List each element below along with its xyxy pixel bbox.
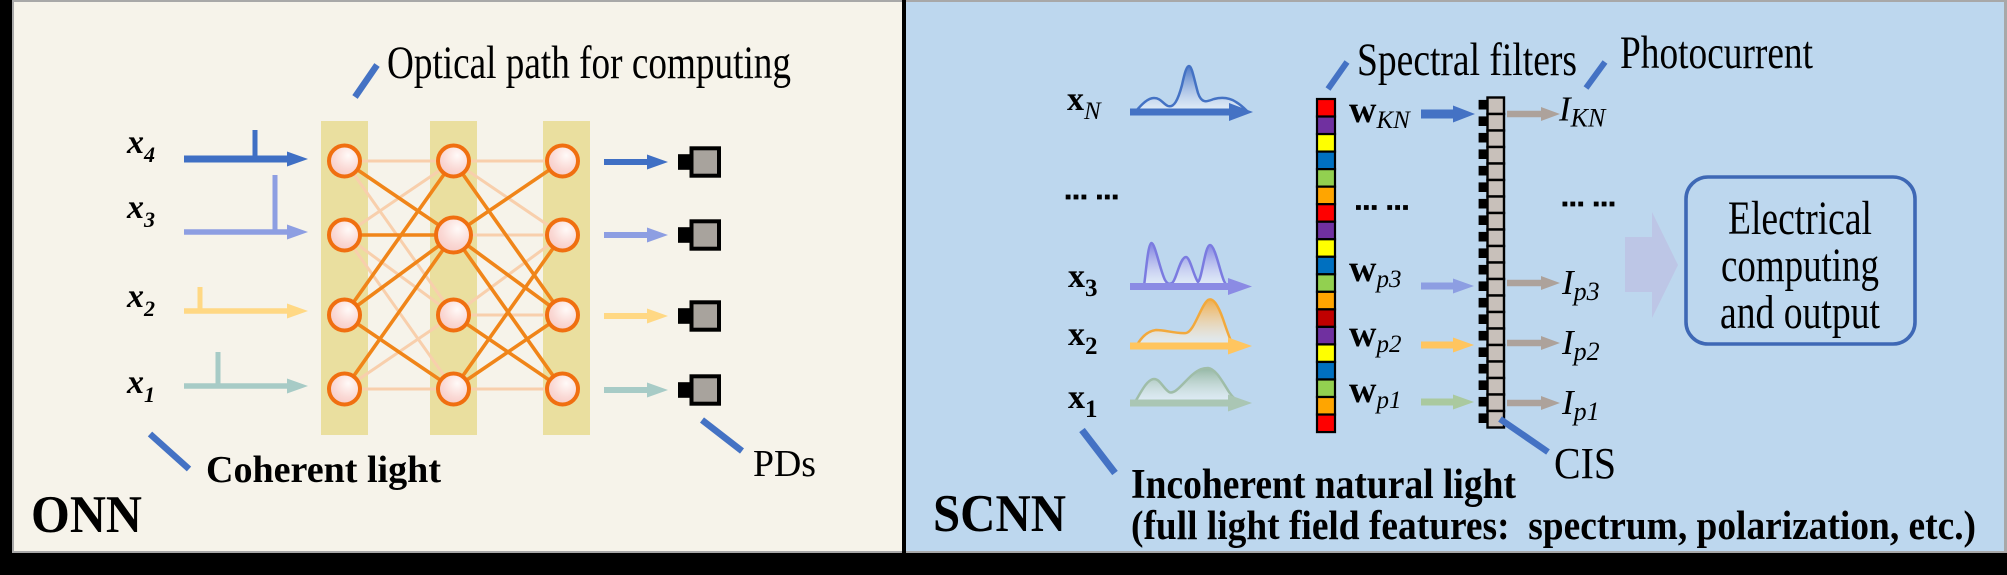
svg-text:PDs: PDs [753, 443, 816, 485]
svg-text:x3: x3 [1068, 258, 1098, 302]
svg-text:Spectral filters: Spectral filters [1357, 34, 1577, 86]
svg-text:Coherent light: Coherent light [206, 449, 441, 491]
svg-text:wp2: wp2 [1349, 313, 1401, 358]
svg-text:and output: and output [1720, 286, 1881, 339]
svg-text:x1: x1 [126, 364, 155, 407]
svg-text:Incoherent natural light: Incoherent natural light [1131, 462, 1516, 508]
svg-text:x1: x1 [1068, 379, 1098, 423]
svg-text:wp3: wp3 [1349, 248, 1401, 293]
svg-text:Optical path for computing: Optical path for computing [387, 37, 791, 89]
svg-text:wp1: wp1 [1349, 369, 1401, 414]
svg-text:SCNN: SCNN [933, 485, 1066, 543]
svg-text:Ip2: Ip2 [1561, 323, 1600, 366]
svg-text:Ip1: Ip1 [1561, 383, 1600, 426]
svg-text:Ip3: Ip3 [1561, 263, 1600, 306]
svg-text:x4: x4 [126, 124, 155, 167]
svg-text:computing: computing [1721, 239, 1879, 292]
svg-text:xN: xN [1067, 81, 1102, 125]
svg-text:x2: x2 [1068, 316, 1098, 360]
svg-text:Electrical: Electrical [1728, 192, 1872, 245]
svg-text:ONN: ONN [31, 486, 142, 544]
svg-text:Photocurrent: Photocurrent [1620, 27, 1813, 79]
svg-text:IKN: IKN [1558, 90, 1607, 133]
svg-text:wKN: wKN [1349, 89, 1411, 134]
svg-text:CIS: CIS [1554, 439, 1616, 488]
svg-text:(full light field features: s: (full light field features: spectrum, po… [1131, 502, 1976, 548]
svg-text:x3: x3 [126, 189, 155, 232]
svg-text:x2: x2 [126, 278, 155, 321]
